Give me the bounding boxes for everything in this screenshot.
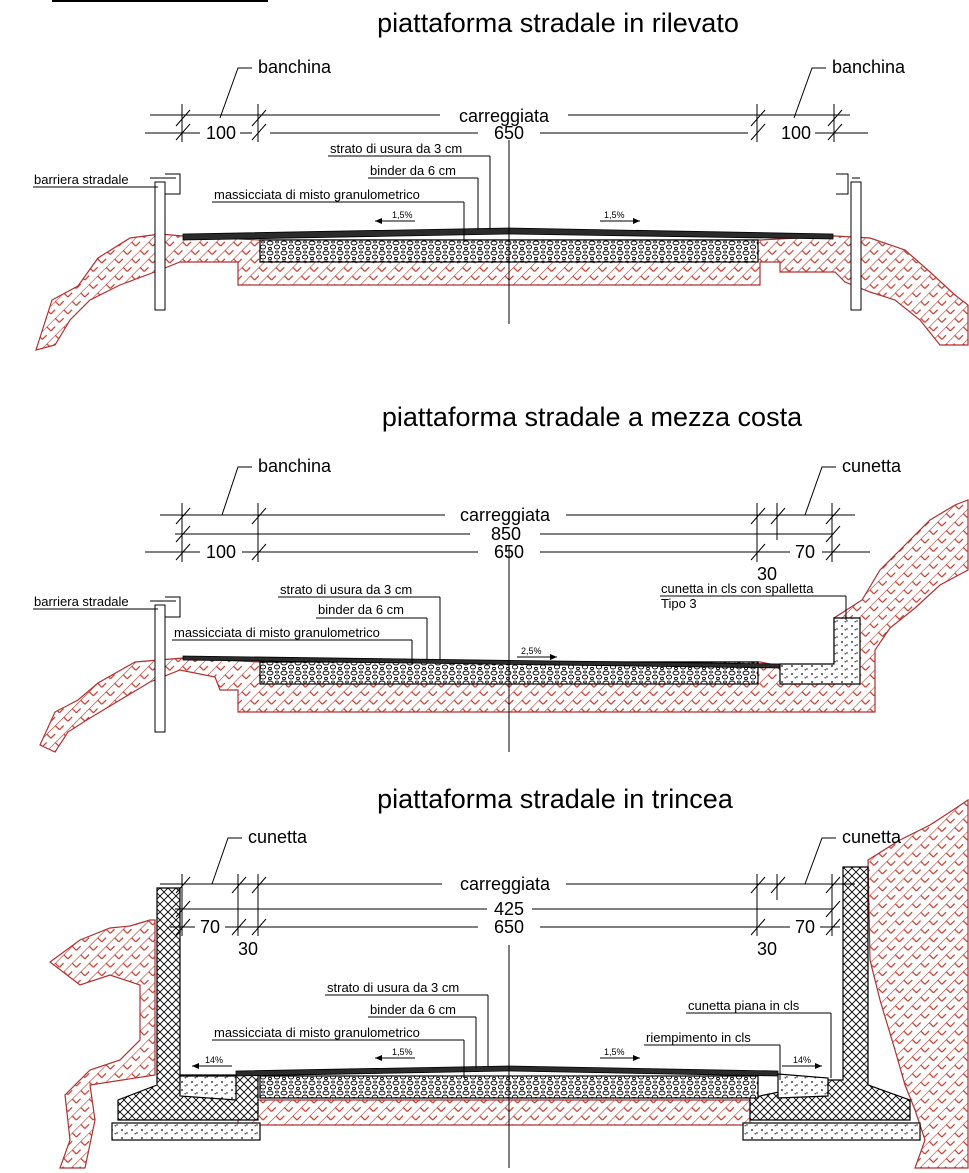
leader-cunetta-right: [804, 837, 836, 885]
embankment-ground: [35, 233, 969, 351]
dim-ticks: [175, 874, 841, 936]
label-carreggiata: carreggiata: [460, 505, 551, 525]
label-cunetta-left: cunetta: [248, 827, 308, 847]
label-massicciata: massicciata di misto granulometrico: [214, 187, 420, 202]
slope-right: 1,5%: [604, 210, 625, 220]
dim-70-right: 70: [795, 917, 815, 937]
slope-arrowhead: [375, 218, 382, 224]
slope-arrowhead: [633, 1055, 640, 1061]
barrier-post-right: [850, 181, 862, 311]
label-cunetta-right: cunetta: [842, 827, 902, 847]
wall-footing-left: [111, 1122, 261, 1141]
slope-edge-left-label: 14%: [205, 1055, 223, 1065]
slope-left: 1,5%: [392, 210, 413, 220]
dim-30-right: 30: [757, 939, 777, 959]
dim-70-left: 70: [200, 917, 220, 937]
section-mezza-costa: piattaforma stradale a mezza costa carre…: [33, 402, 969, 753]
slope-arrowhead: [375, 1055, 382, 1061]
label-carreggiata: carreggiata: [460, 874, 551, 894]
slope-right: 1,5%: [604, 1047, 625, 1057]
leader-banchina: [221, 466, 252, 516]
section-trincea: piattaforma stradale in trincea: [48, 784, 969, 1169]
barrier-rail: [150, 596, 181, 618]
wall-footing-right: [742, 1122, 921, 1141]
dim-650: 650: [494, 917, 524, 937]
label-cunetta-cls: cunetta in cls con spalletta: [661, 581, 814, 596]
barrier-rail-left: [150, 173, 181, 195]
label-binder: binder da 6 cm: [318, 602, 404, 617]
label-cunetta: cunetta: [842, 456, 902, 476]
slope-arrowhead: [550, 654, 557, 660]
section-rilevato: piattaforma stradale in rilevato carregg…: [33, 8, 969, 351]
dim-650: 650: [494, 542, 524, 562]
slope-arrowhead: [192, 1063, 199, 1069]
cunetta-concrete: [779, 617, 861, 685]
label-binder: binder da 6 cm: [370, 163, 456, 178]
label-usura: strato di usura da 3 cm: [280, 582, 412, 597]
dim-850: 850: [491, 524, 521, 544]
retaining-wall-right: [749, 866, 911, 1121]
label-cunetta-piana: cunetta piana in cls: [688, 998, 800, 1013]
asphalt-layer: [182, 227, 834, 241]
asphalt-layer: [235, 1065, 779, 1077]
dim-650: 650: [494, 123, 524, 143]
label-riempimento: riempimento in cls: [646, 1030, 751, 1045]
label-massicciata: massicciata di misto granulometrico: [174, 625, 380, 640]
label-banchina-right: banchina: [832, 57, 906, 77]
label-barriera: barriera stradale: [34, 172, 129, 187]
trincea-ground-bottom: [237, 1099, 751, 1126]
section-title: piattaforma stradale in trincea: [377, 784, 734, 814]
dim-ticks: [175, 104, 843, 142]
label-massicciata: massicciata di misto granulometrico: [214, 1025, 420, 1040]
barrier-post-left: [154, 181, 166, 311]
retaining-wall-left: [117, 887, 259, 1121]
barrier-post: [154, 604, 166, 733]
label-banchina: banchina: [258, 456, 332, 476]
label-banchina-left: banchina: [258, 57, 332, 77]
label-usura: strato di usura da 3 cm: [327, 980, 459, 995]
section-title: piattaforma stradale in rilevato: [377, 8, 739, 38]
label-barriera: barriera stradale: [34, 594, 129, 609]
dim-100-right: 100: [781, 123, 811, 143]
leader-cunetta-left: [211, 837, 242, 885]
dim-30: 30: [757, 564, 777, 584]
dim-100-left: 100: [206, 123, 236, 143]
slope-arrowhead: [815, 1063, 822, 1069]
dim-425: 425: [494, 899, 524, 919]
leader-banchina-left: [219, 67, 252, 119]
trincea-ground-left: [48, 919, 156, 1169]
slope-label: 2,5%: [521, 646, 542, 656]
label-carreggiata: carreggiata: [459, 106, 550, 126]
slope-edge-right-label: 14%: [793, 1055, 811, 1065]
slope-left: 1,5%: [392, 1047, 413, 1057]
dim-30-left: 30: [238, 939, 258, 959]
dim-100: 100: [206, 542, 236, 562]
section-title: piattaforma stradale a mezza costa: [382, 402, 803, 432]
cunetta-right: [777, 1073, 829, 1099]
barrier-rail-right: [836, 173, 860, 195]
label-usura: strato di usura da 3 cm: [330, 141, 462, 156]
dim-ticks: [175, 503, 841, 562]
cunetta-left: [179, 1075, 237, 1101]
label-binder: binder da 6 cm: [370, 1002, 456, 1017]
label-cunetta-tipo: Tipo 3: [661, 596, 697, 611]
trincea-ground-right: [867, 798, 969, 1169]
slope-arrowhead: [633, 218, 640, 224]
leader-cunetta: [804, 466, 836, 516]
dim-70: 70: [795, 542, 815, 562]
leader-banchina-right: [793, 67, 826, 119]
